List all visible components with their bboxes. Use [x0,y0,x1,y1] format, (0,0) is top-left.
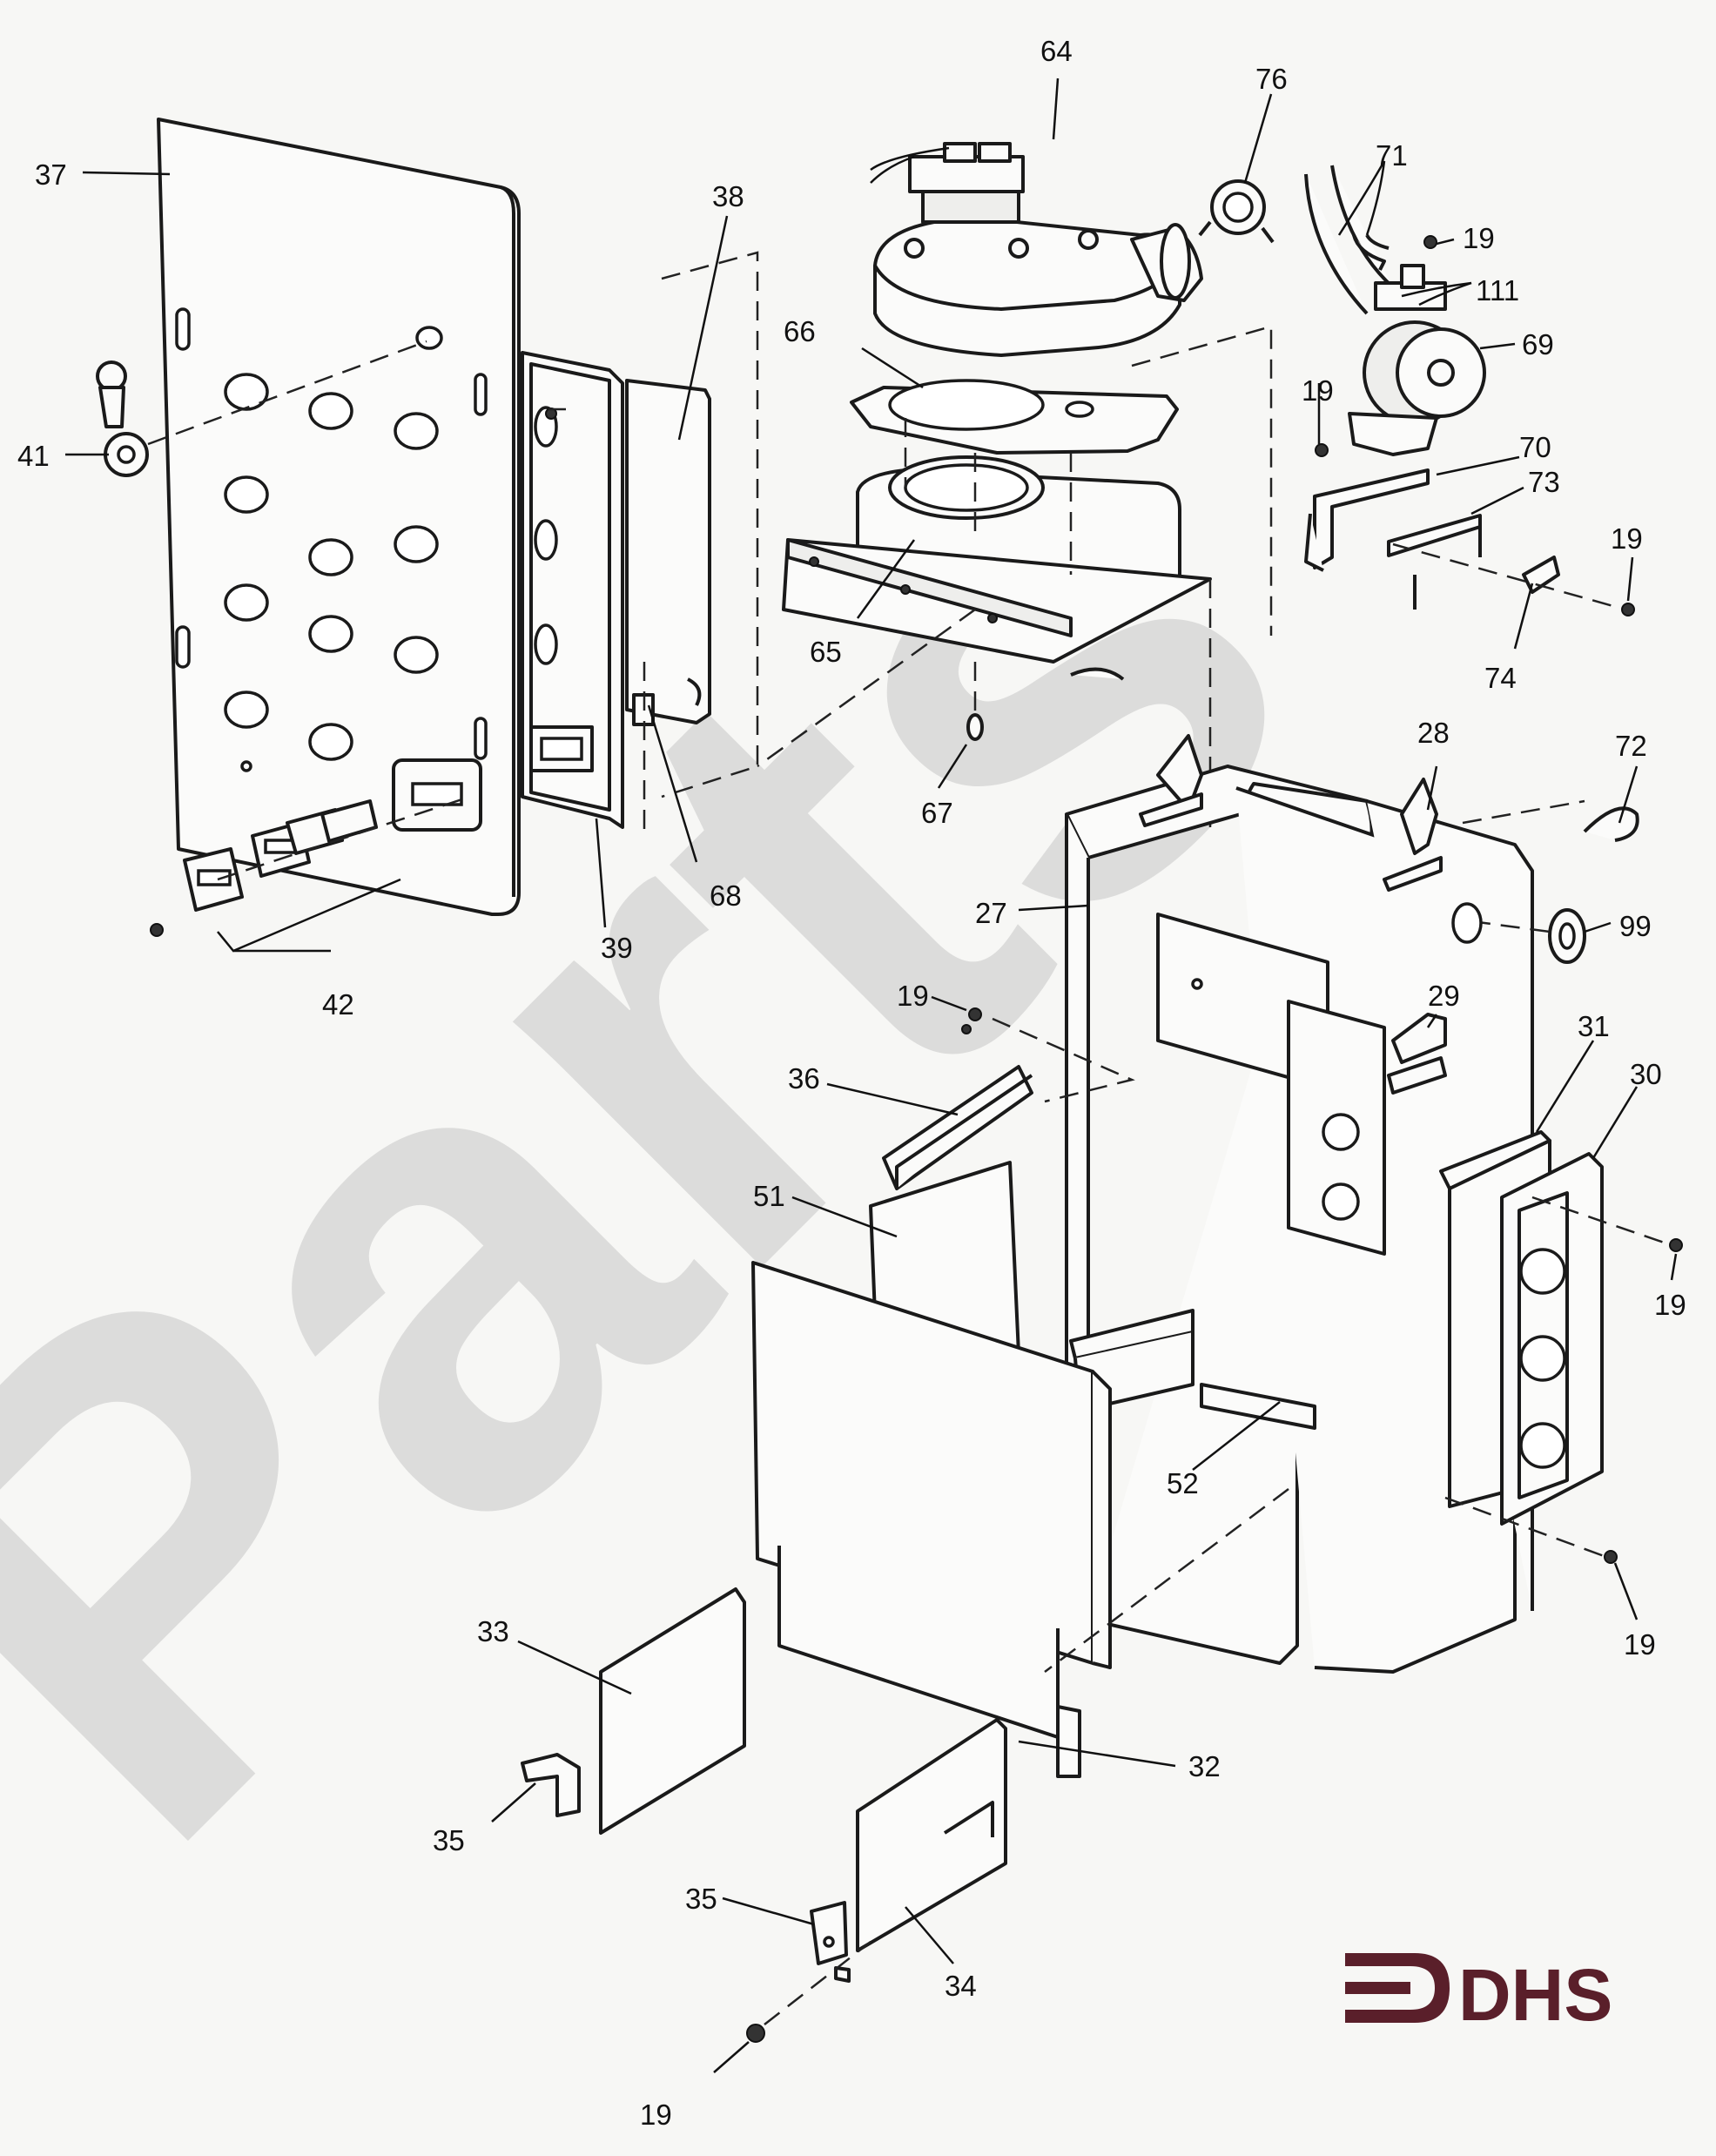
clip-74 [1392,542,1635,616]
callout-42: 42 [322,988,354,1021]
callout-36: 36 [788,1062,820,1095]
callout-66: 66 [784,315,816,347]
callout-76: 76 [1255,63,1288,95]
bolt-67 [966,662,984,741]
callout-32: 32 [1188,1750,1221,1782]
callout-38: 38 [712,180,744,212]
callout-30: 30 [1630,1058,1662,1090]
callout-33: 33 [477,1615,509,1647]
panel-32 [751,1261,1289,1778]
callout-51: 51 [753,1180,785,1212]
clip-29 [1387,1013,1447,1095]
callout-19d: 19 [897,980,929,1012]
callout-27: 27 [975,897,1007,929]
block-34 [856,1718,1007,1952]
callout-31: 31 [1578,1010,1610,1042]
callout-19a: 19 [1463,222,1495,254]
callout-19e: 19 [1654,1289,1686,1321]
callout-71: 71 [1376,139,1408,172]
callout-41: 41 [17,440,50,472]
spring-72 [1070,667,1639,842]
callout-74: 74 [1484,662,1517,694]
callout-68: 68 [710,879,742,912]
clip-35b [810,1901,851,1983]
callout-69: 69 [1522,328,1554,360]
callout-39: 39 [601,932,633,964]
ring-76 [1198,179,1275,244]
plate-30 [1444,1152,1683,1564]
callout-52: 52 [1167,1467,1199,1499]
hood-65 [757,418,1212,827]
callout-67: 67 [921,797,953,829]
fan-64 [870,142,1203,357]
callout-70: 70 [1519,431,1551,463]
callout-34: 34 [945,1970,977,2002]
callout-65: 65 [810,636,842,668]
gasket-38 [625,251,759,836]
screw-19-bottom [713,1024,972,2073]
panel-39 [521,351,624,829]
dhs-logo-text: DHS [1458,1954,1612,2036]
clips-42 [150,795,471,953]
front-panel-37 [157,118,521,916]
callout-19c: 19 [1611,522,1643,555]
dhs-logo: DHS [1345,1953,1612,2036]
leader-lines [65,77,1678,1964]
plate-66 [850,325,1273,636]
dhs-logo-mark [1345,1953,1450,2023]
callout-29: 29 [1428,980,1460,1012]
clip-28 [1139,734,1443,892]
callout-35b: 35 [685,1883,717,1915]
chassis-27 [1065,765,1534,1674]
switch-69 [1348,235,1486,456]
callout-19b: 19 [1302,374,1334,407]
clip-35a [521,1753,581,1817]
block-33 [599,1587,746,1835]
callout-99: 99 [1619,910,1652,942]
bracket-70 [1304,443,1430,572]
callout-37: 37 [35,158,67,191]
callout-19g: 19 [640,2099,672,2131]
callout-73: 73 [1528,466,1560,498]
rod-73 [1387,514,1482,610]
knob-41 [96,340,427,477]
callout-35a: 35 [433,1824,465,1856]
callout-111: 111 [1476,274,1519,307]
callout-72: 72 [1615,730,1647,762]
callout-19f: 19 [1624,1628,1656,1661]
callout-28: 28 [1417,717,1450,749]
callout-64: 64 [1040,35,1073,67]
callout-labels: 64 76 71 19 111 38 37 66 69 19 41 70 73 … [17,35,1686,2131]
rail-36 [882,1007,1135,1190]
hoses-71 [1304,165,1395,315]
grommet-99 [1451,902,1586,964]
